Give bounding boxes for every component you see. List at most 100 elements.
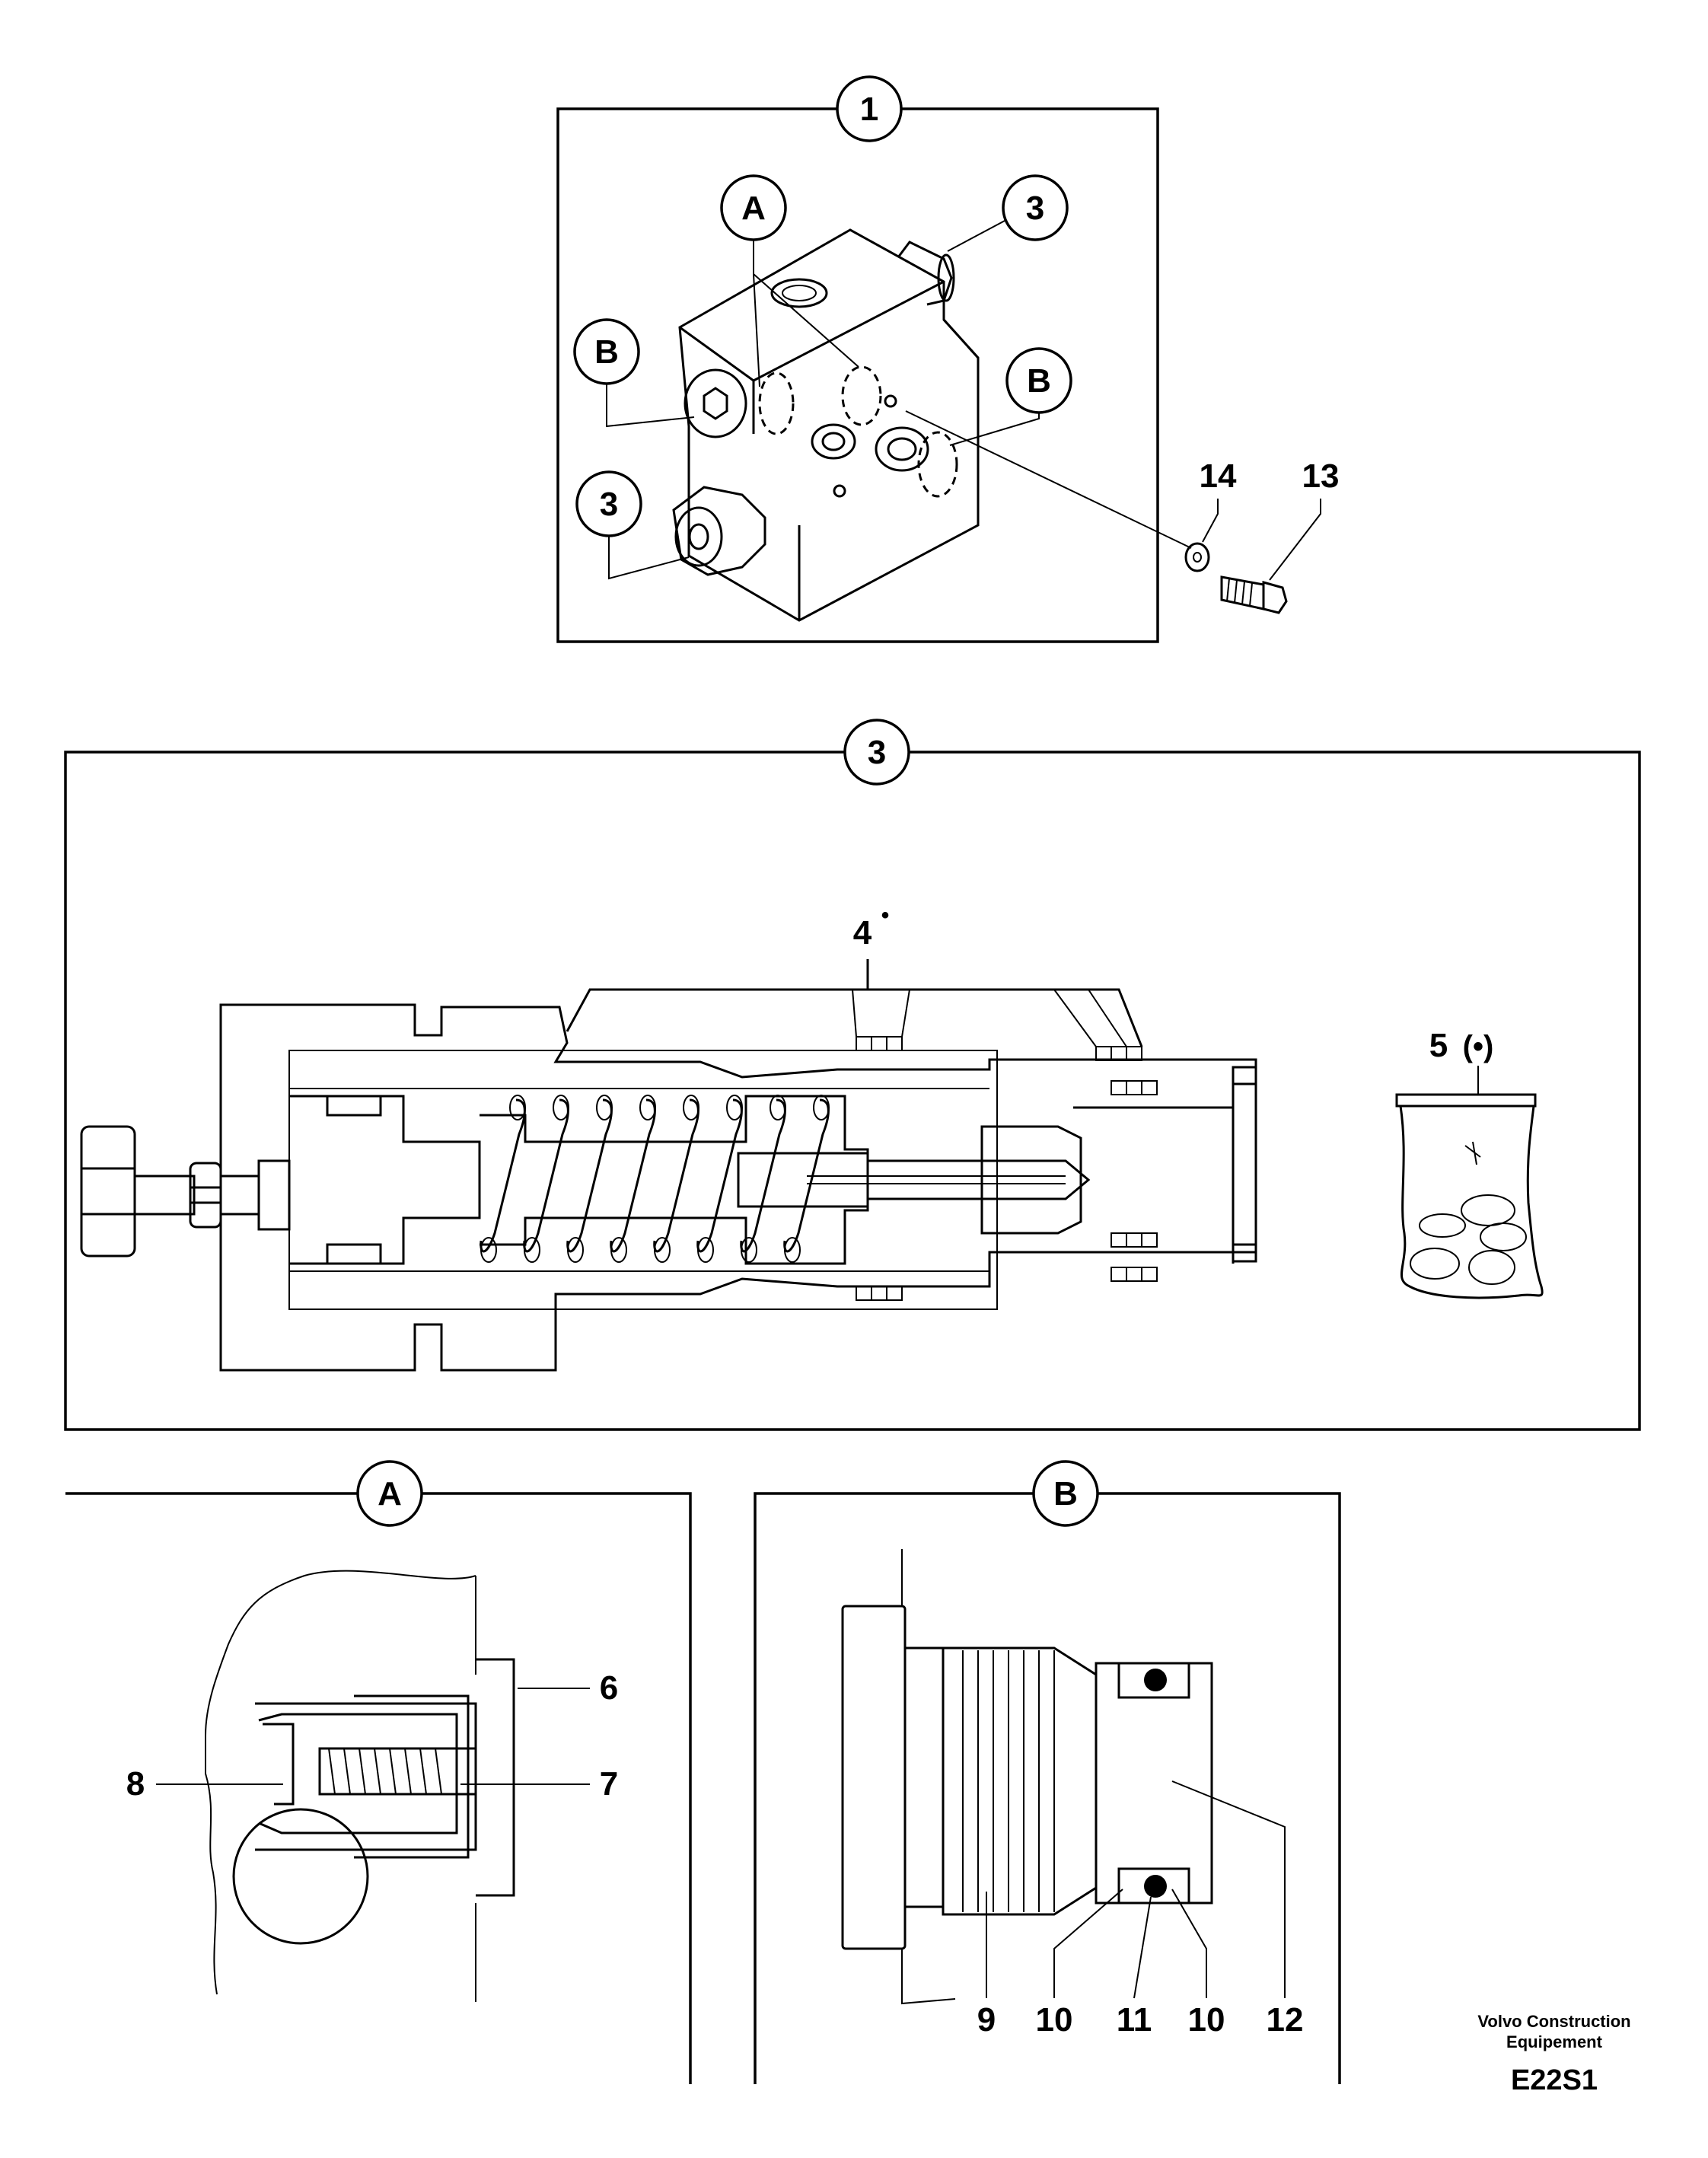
- valve-block-body: [672, 228, 980, 622]
- callout-3-upper: [1002, 174, 1069, 241]
- callout-10a-label: 10: [1036, 2001, 1073, 2038]
- spring-coil: [566, 1098, 613, 1253]
- callout-3-upper-label: 3: [1026, 190, 1044, 227]
- view-3-frame: [64, 751, 1641, 1431]
- callout-A-top-label: A: [741, 190, 766, 227]
- cartridge-body: [219, 1003, 1257, 1372]
- view-3-bubble: [843, 719, 910, 786]
- thread-grooves: [962, 1650, 1055, 1912]
- spring-coil-end: [770, 1095, 786, 1120]
- callout-3-lower-label: 3: [600, 486, 618, 523]
- callout-9-label: 9: [977, 2001, 996, 2038]
- view-B-detail: B 9 10 11 10 12: [754, 1460, 1341, 2084]
- spring-coil-end: [480, 1237, 497, 1263]
- callout-B-left-label: B: [594, 333, 619, 371]
- callout-7-label: 7: [600, 1765, 618, 1803]
- leader-A-2: [753, 273, 859, 368]
- view-A-bubble: [356, 1460, 423, 1527]
- spring: [480, 1095, 869, 1265]
- view-1-valve-block: 1: [556, 75, 1340, 643]
- spring-coil-end: [524, 1237, 540, 1263]
- spring-coil: [480, 1098, 526, 1253]
- spring-coil-end: [654, 1237, 671, 1263]
- leader-B-right: [949, 413, 1040, 446]
- thread-lines: [328, 1748, 442, 1795]
- view-B-label: B: [1053, 1475, 1078, 1513]
- spring-coil-end: [697, 1237, 714, 1263]
- leader-10b: [1171, 1889, 1207, 1998]
- spring-coil: [653, 1098, 699, 1253]
- seal-land-12: [1095, 1662, 1213, 1905]
- spring-coil-end: [741, 1237, 757, 1263]
- casting-outline: [205, 1570, 476, 1995]
- set-screw-7: [318, 1747, 477, 1796]
- callout-8-label: 8: [126, 1765, 145, 1803]
- nose: [1073, 1106, 1235, 1254]
- bracket-4: [566, 959, 1143, 1047]
- spring-coil: [740, 1098, 786, 1253]
- leader-A-1: [753, 240, 760, 387]
- view-A-detail: A 6 7 8: [65, 1460, 692, 2084]
- callout-6-label: 6: [600, 1669, 618, 1707]
- spring-coil-end: [784, 1237, 801, 1263]
- ball-8-bore: [232, 1808, 369, 1945]
- view-B-bubble: [1032, 1460, 1099, 1527]
- o-ring-11-top: [1144, 1669, 1167, 1691]
- spring-coil: [610, 1098, 656, 1253]
- screw-13: [1220, 575, 1288, 614]
- leader-screw-line: [905, 410, 1192, 549]
- seat: [980, 1125, 1082, 1235]
- adjuster-hex: [80, 1125, 291, 1258]
- footer: Volvo Construction Equipement E22S1: [1477, 2012, 1630, 2096]
- callout-13-label: 13: [1302, 457, 1340, 495]
- spring-coil-end: [683, 1095, 699, 1120]
- spring-coil-end: [610, 1237, 627, 1263]
- leader-3-upper: [947, 220, 1005, 252]
- spring-coil-end: [567, 1237, 584, 1263]
- leader-14: [1202, 499, 1219, 543]
- spring-coil-end: [726, 1095, 743, 1120]
- callout-4-label: 4: [853, 914, 872, 951]
- threaded-shank-9: [942, 1646, 1098, 1916]
- drawing-code: E22S1: [1511, 2064, 1598, 2096]
- spring-coil-end: [639, 1095, 656, 1120]
- seal-rings: [856, 1036, 1158, 1301]
- leader-B-left: [606, 384, 695, 428]
- seal-kit-bag-5: [1395, 1093, 1544, 1299]
- spring-coil-end: [813, 1095, 830, 1120]
- callout-12-label: 12: [1267, 2001, 1304, 2038]
- view-A-label: A: [378, 1475, 402, 1513]
- leader-13: [1269, 499, 1321, 581]
- washer-14: [1184, 542, 1210, 572]
- callout-5-mark: (•): [1463, 1030, 1494, 1063]
- bore: [255, 1702, 477, 1851]
- callout-5-label: 5: [1429, 1027, 1448, 1064]
- spring-coil-end: [509, 1095, 526, 1120]
- callout-B-right-label: B: [1027, 362, 1051, 400]
- callout-14-label: 14: [1200, 457, 1237, 495]
- view-1-label: 1: [860, 91, 878, 128]
- spring-coil: [523, 1098, 569, 1253]
- view-3-label: 3: [868, 734, 886, 771]
- leader-12: [1171, 1780, 1286, 1998]
- insert: [258, 1713, 458, 1834]
- plug-6: [476, 1658, 515, 1897]
- callout-11-label: 11: [1117, 2001, 1152, 2038]
- spring-coil-end: [553, 1095, 569, 1120]
- spring-coil: [696, 1098, 743, 1253]
- view-A-frame: [65, 1492, 692, 2084]
- view-3-cartridge: 3: [64, 719, 1641, 1431]
- callout-4-mark: •: [881, 903, 890, 928]
- leader-10a: [1053, 1889, 1123, 1998]
- piston-head: [289, 1095, 481, 1265]
- spring-coil-end: [596, 1095, 613, 1120]
- leader-11: [1133, 1896, 1152, 1999]
- plug-head: [841, 1605, 907, 1950]
- inner-bore: [288, 1050, 998, 1310]
- company-name-line1: Volvo Construction: [1477, 2012, 1630, 2031]
- company-name-line2: Equipement: [1506, 2032, 1603, 2051]
- o-ring-11-bottom: [1144, 1875, 1167, 1898]
- needle-stem: [737, 1152, 1091, 1208]
- spring-coil: [783, 1098, 830, 1253]
